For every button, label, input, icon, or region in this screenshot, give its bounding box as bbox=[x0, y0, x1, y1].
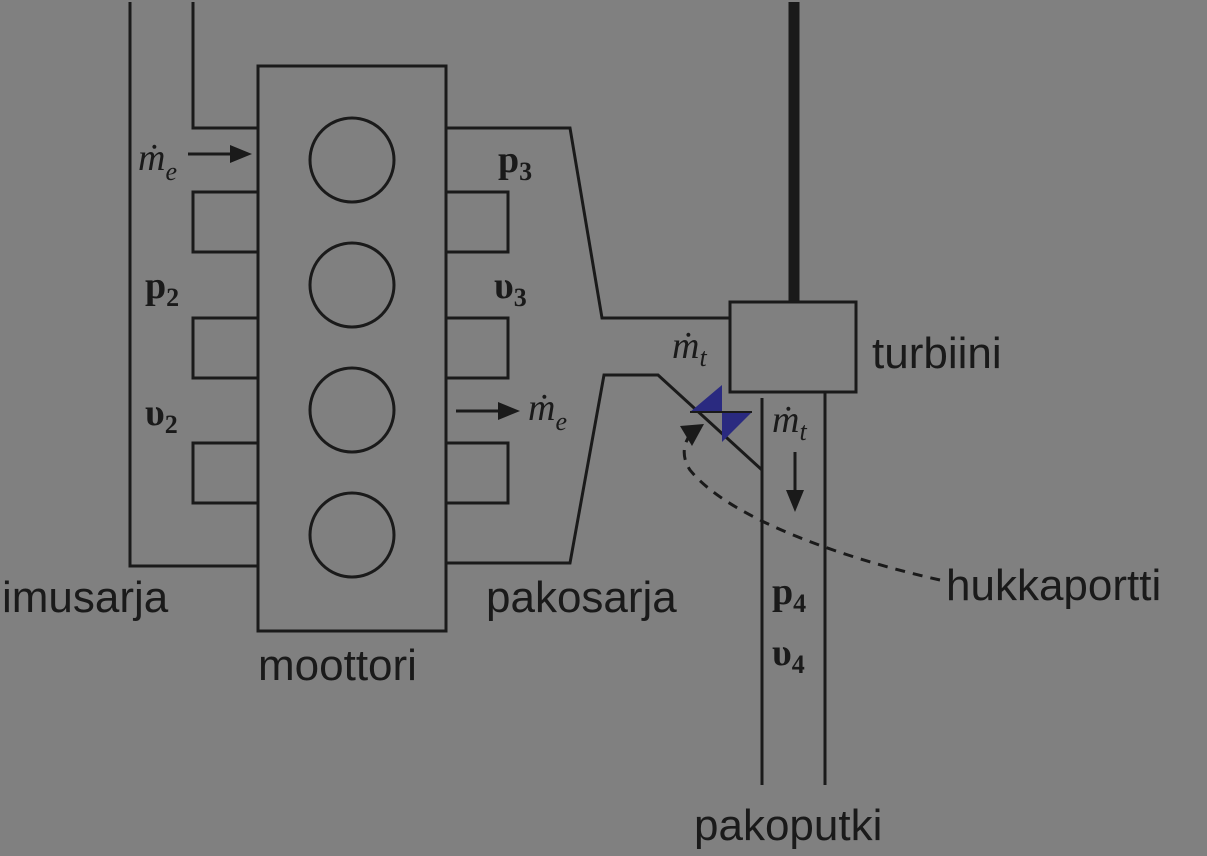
cylinder-4 bbox=[308, 491, 396, 579]
label-turbiini: turbiini bbox=[872, 329, 1002, 378]
turbine bbox=[728, 2, 858, 394]
symbol-p4: p4 bbox=[772, 571, 806, 618]
symbol-p3: p3 bbox=[498, 139, 532, 186]
exhaust-pipe bbox=[760, 392, 827, 785]
symbol-me-intake: ṁe bbox=[138, 137, 177, 186]
symbol-mt-upper: ṁt bbox=[672, 325, 707, 372]
symbol-v4: υ4 bbox=[772, 632, 805, 679]
label-pakosarja: pakosarja bbox=[486, 573, 677, 622]
arrow-down-icon bbox=[786, 490, 804, 512]
label-hukkaportti: hukkaportti bbox=[946, 561, 1161, 610]
symbol-v2: υ2 bbox=[145, 392, 178, 439]
symbol-me-exhaust: ṁe bbox=[528, 387, 567, 436]
wastegate-valve bbox=[690, 385, 752, 442]
cylinder-3 bbox=[308, 366, 396, 454]
symbol-v3: υ3 bbox=[494, 265, 527, 312]
symbol-p2: p2 bbox=[145, 265, 179, 312]
cylinder-1 bbox=[308, 116, 396, 204]
arrow-intake-icon bbox=[230, 145, 252, 163]
arrow-exhaust-icon bbox=[498, 402, 520, 420]
symbol-mt-lower: ṁt bbox=[772, 399, 807, 446]
label-pakoputki: pakoputki bbox=[694, 801, 882, 850]
cylinder-2 bbox=[308, 241, 396, 329]
intake-manifold bbox=[128, 2, 258, 568]
engine-block bbox=[256, 64, 448, 633]
flow-arrows bbox=[188, 145, 941, 582]
label-imusarja: imusarja bbox=[2, 573, 169, 622]
label-moottori: moottori bbox=[258, 641, 417, 690]
arrow-wastegate-icon bbox=[680, 424, 704, 446]
